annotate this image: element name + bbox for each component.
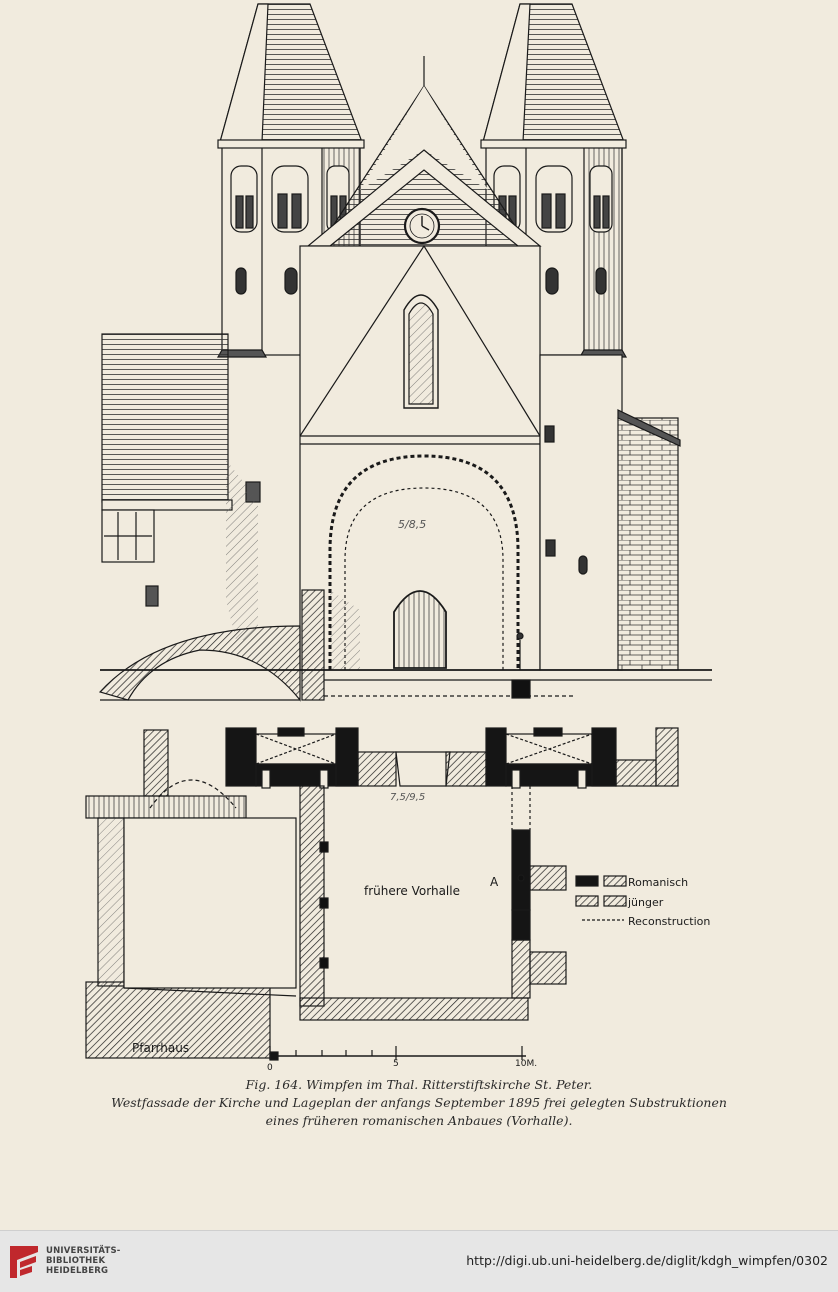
belfry-windows-left [230, 165, 350, 233]
brick-annex [617, 417, 679, 671]
scale-label-0: 0 [267, 1063, 273, 1070]
measure-plan: 7,5/9,5 [390, 792, 425, 803]
library-logo-icon[interactable] [8, 1240, 42, 1282]
caption-line-2: Westfassade der Kirche und Lageplan der … [111, 1095, 727, 1110]
library-logo-text[interactable]: UNIVERSITÄTS- BIBLIOTHEK HEIDELBERG [46, 1246, 121, 1276]
permalink-url[interactable]: http://digi.ub.uni-heidelberg.de/diglit/… [466, 1253, 828, 1268]
scale-label-5: 5 [393, 1059, 399, 1069]
caption-line-3: eines früheren romanischen Anbaues (Vorh… [265, 1113, 573, 1128]
architectural-drawing: 5/8,5 [85, 3, 712, 1070]
portal-door [393, 590, 447, 669]
logo-line-1: UNIVERSITÄTS- [46, 1246, 121, 1256]
room-label: frühere Vorhalle [364, 884, 460, 898]
belfry-windows-right [493, 165, 613, 233]
figure-caption: Fig. 164. Wimpfen im Thal. Ritterstiftsk… [40, 1076, 798, 1130]
clock-icon [403, 207, 441, 245]
scale-label-10: 10M. [515, 1059, 537, 1069]
left-house-roof [101, 333, 229, 503]
logo-line-3: HEIDELBERG [46, 1266, 109, 1276]
viewer-footer: UNIVERSITÄTS- BIBLIOTHEK HEIDELBERG http… [0, 1230, 838, 1292]
church-elevation [98, 3, 712, 702]
bridge [98, 625, 301, 702]
neighbour-label: Pfarrhaus [132, 1041, 189, 1055]
gothic-window [403, 294, 439, 409]
legend-juenger: jünger [627, 896, 664, 909]
point-label: A [490, 875, 499, 889]
logo-line-2: BIBLIOTHEK [46, 1256, 106, 1266]
legend-reconstruction: Reconstruction [628, 915, 710, 928]
scanned-page: 5/8,5 [40, 3, 798, 1130]
site-plan [85, 727, 679, 1061]
legend-romanisch: Romanisch [628, 876, 688, 889]
measure-elevation: 5/8,5 [398, 518, 426, 531]
caption-line-1: Fig. 164. Wimpfen im Thal. Ritterstiftsk… [245, 1077, 593, 1092]
